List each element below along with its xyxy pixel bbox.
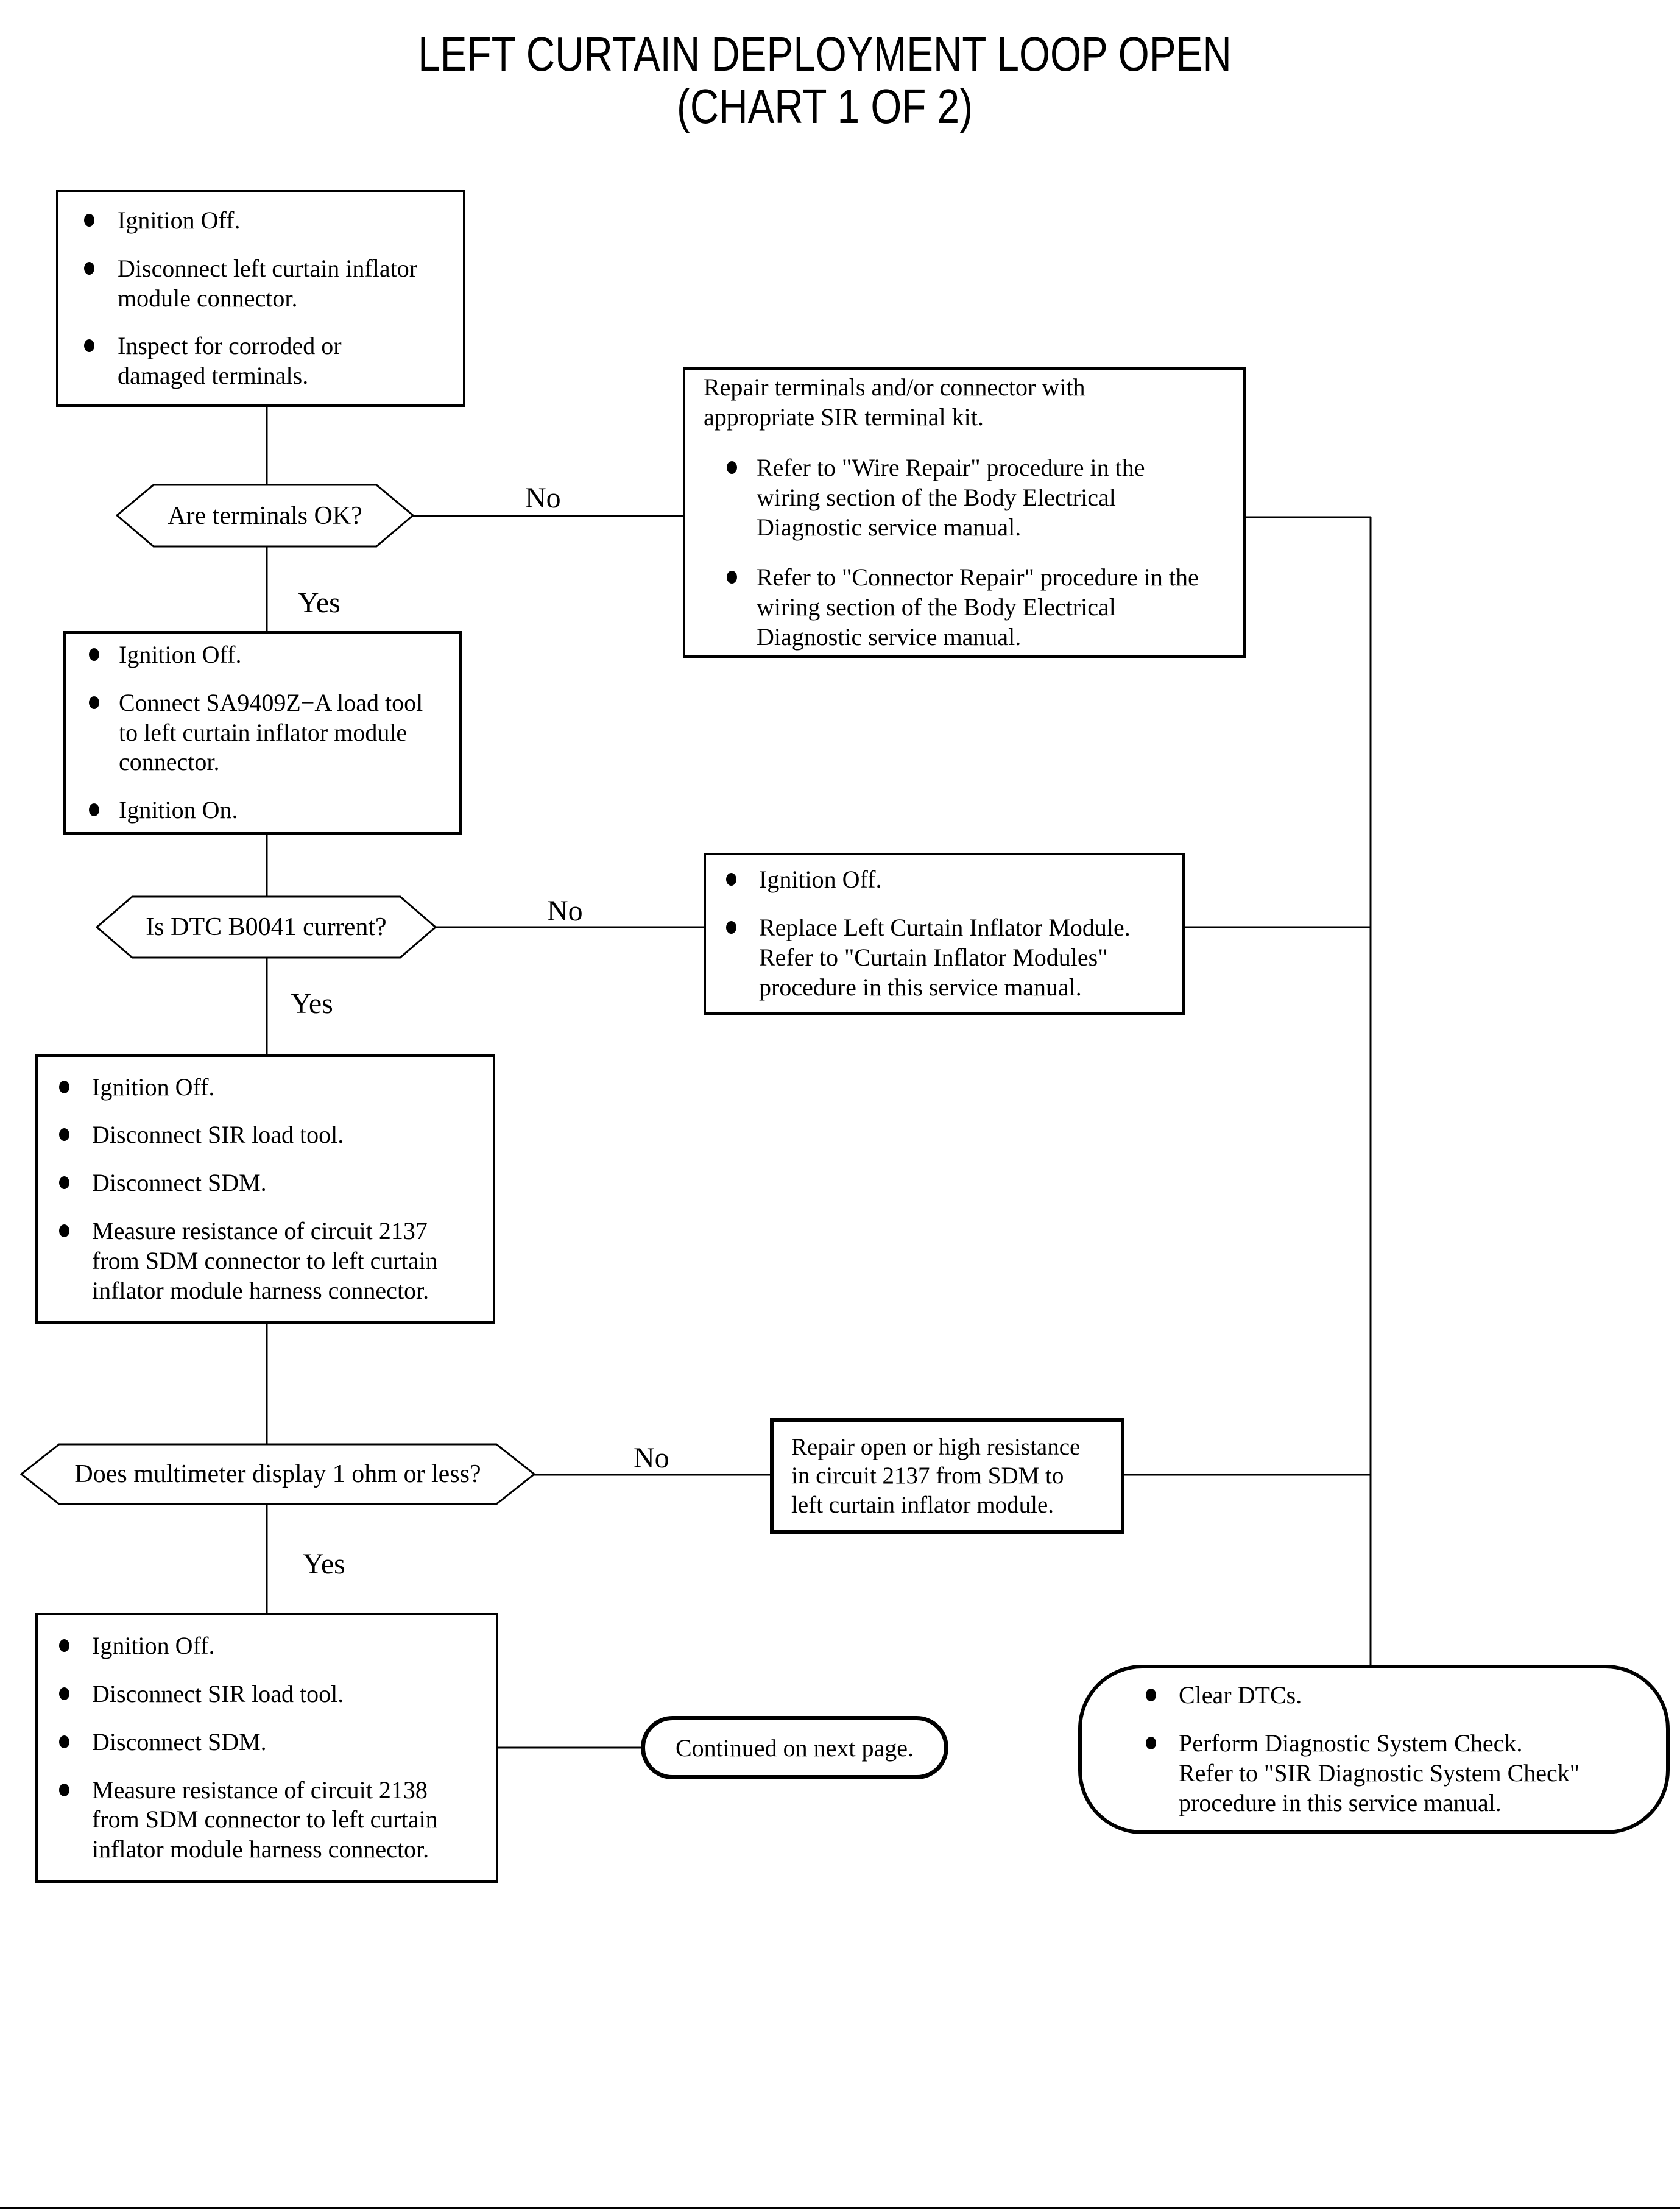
list-item: Replace Left Curtain Inflator Module. Re… xyxy=(706,913,1182,1002)
bullet-icon xyxy=(84,261,94,275)
list-item: Disconnect SIR load tool. xyxy=(38,1120,493,1150)
list-item: Ignition Off. xyxy=(38,1631,496,1661)
branch-label-yes: Yes xyxy=(291,987,333,1020)
list-item: Refer to "Connector Repair" procedure in… xyxy=(704,563,1243,652)
list-item: Measure resistance of circuit 2137 from … xyxy=(38,1216,493,1305)
list-item: Refer to "Wire Repair" procedure in the … xyxy=(704,453,1243,542)
list-item: Ignition Off. xyxy=(706,865,1182,895)
list-item: Connect SA9409Z−A load tool to left curt… xyxy=(66,688,459,777)
step2-box: Ignition Off. Connect SA9409Z−A load too… xyxy=(63,631,462,835)
hexagon-shape xyxy=(96,895,437,959)
page-title-line1: LEFT CURTAIN DEPLOYMENT LOOP OPEN xyxy=(418,27,1232,81)
list-item: Clear DTCs. xyxy=(1082,1681,1666,1710)
list-item-text: Disconnect SDM. xyxy=(92,1728,267,1756)
list-item: Ignition Off. xyxy=(66,640,459,670)
list-item-text: Disconnect SDM. xyxy=(92,1169,267,1197)
bullet-icon xyxy=(727,571,737,584)
list-item-text: Ignition Off. xyxy=(92,1632,215,1660)
list-item-text: Ignition Off. xyxy=(119,641,242,668)
list-item-text: Disconnect SIR load tool. xyxy=(92,1679,344,1707)
branch-label-no: No xyxy=(547,895,583,927)
list-item-text: Replace Left Curtain Inflator Module. Re… xyxy=(759,914,1131,1001)
decision-question: Does multimeter display 1 ohm or less? xyxy=(74,1460,481,1488)
list-item-text: Ignition Off. xyxy=(92,1073,215,1101)
bullet-icon xyxy=(726,921,736,934)
continued-terminator: Continued on next page. xyxy=(641,1716,948,1779)
hexagon-shape xyxy=(116,484,414,548)
list-item-text: Disconnect SIR load tool. xyxy=(92,1121,344,1149)
terminator-text: Continued on next page. xyxy=(675,1734,914,1762)
repair-open-box: Repair open or high resistance in circui… xyxy=(770,1418,1124,1534)
list-item-text: Connect SA9409Z−A load tool to left curt… xyxy=(119,688,423,776)
bullet-icon xyxy=(59,1176,69,1190)
list-item-text: Ignition On. xyxy=(119,796,238,824)
bullet-icon xyxy=(1146,1737,1156,1750)
step1-box: Ignition Off. Disconnect left curtain in… xyxy=(56,190,465,407)
list-item: Perform Diagnostic System Check. Refer t… xyxy=(1082,1729,1666,1818)
bullet-icon xyxy=(89,648,99,661)
list-item-text: Measure resistance of circuit 2137 from … xyxy=(92,1217,438,1304)
list-item: Disconnect left curtain inflator module … xyxy=(58,254,463,314)
bullet-icon xyxy=(89,803,99,817)
bullet-icon xyxy=(59,1080,69,1093)
bullet-icon xyxy=(84,214,94,227)
bullet-icon xyxy=(84,339,94,353)
hexagon-shape xyxy=(20,1443,535,1505)
bullet-icon xyxy=(59,1224,69,1237)
list-item-text: Refer to "Wire Repair" procedure in the … xyxy=(757,453,1145,541)
list-item: Ignition Off. xyxy=(38,1073,493,1103)
bullet-icon xyxy=(1146,1689,1156,1702)
list-item-text: Perform Diagnostic System Check. Refer t… xyxy=(1179,1729,1580,1816)
list-item-text: Ignition Off. xyxy=(118,207,241,234)
list-item: Inspect for corroded or damaged terminal… xyxy=(58,331,463,391)
box-intro-text: Repair terminals and/or connector with a… xyxy=(704,373,1085,431)
list-item-text: Clear DTCs. xyxy=(1179,1681,1302,1709)
bullet-icon xyxy=(59,1128,69,1142)
bullet-icon xyxy=(89,696,99,709)
bullet-icon xyxy=(59,1639,69,1653)
list-item-text: Refer to "Connector Repair" procedure in… xyxy=(757,563,1199,651)
bullet-icon xyxy=(59,1735,69,1748)
bullet-icon xyxy=(59,1783,69,1796)
list-item-text: Disconnect left curtain inflator module … xyxy=(118,254,418,312)
branch-label-no: No xyxy=(525,482,561,514)
list-item-text: Measure resistance of circuit 2138 from … xyxy=(92,1776,438,1863)
branch-label-yes: Yes xyxy=(298,587,341,619)
list-item: Ignition Off. xyxy=(58,206,463,236)
page-title-line2: (CHART 1 OF 2) xyxy=(676,79,973,134)
list-item: Disconnect SDM. xyxy=(38,1168,493,1198)
step4-box: Ignition Off. Disconnect SIR load tool. … xyxy=(35,1613,498,1883)
bullet-icon xyxy=(59,1687,69,1700)
bullet-icon xyxy=(726,873,736,886)
decision-ohm-check: Does multimeter display 1 ohm or less? xyxy=(20,1443,535,1505)
decision-terminals-ok: Are terminals OK? xyxy=(116,484,414,548)
replace-module-box: Ignition Off. Replace Left Curtain Infla… xyxy=(704,853,1185,1015)
list-item: Ignition On. xyxy=(66,796,459,825)
decision-question: Is DTC B0041 current? xyxy=(146,913,387,941)
list-item-text: Ignition Off. xyxy=(759,866,882,894)
repair-terminals-box: Repair terminals and/or connector with a… xyxy=(683,367,1246,658)
bullet-icon xyxy=(727,461,737,474)
list-item: Disconnect SIR load tool. xyxy=(38,1679,496,1709)
decision-question: Are terminals OK? xyxy=(168,501,362,530)
list-item: Measure resistance of circuit 2138 from … xyxy=(38,1776,496,1865)
clear-dtcs-terminator: Clear DTCs. Perform Diagnostic System Ch… xyxy=(1078,1665,1670,1834)
decision-dtc-current: Is DTC B0041 current? xyxy=(96,895,437,959)
step3-box: Ignition Off. Disconnect SIR load tool. … xyxy=(35,1054,495,1324)
branch-label-yes: Yes xyxy=(303,1548,345,1580)
list-item-text: Inspect for corroded or damaged terminal… xyxy=(118,332,342,390)
list-item: Disconnect SDM. xyxy=(38,1728,496,1757)
page-title: LEFT CURTAIN DEPLOYMENT LOOP OPEN (CHART… xyxy=(136,27,1514,134)
page-bottom-rule xyxy=(0,2207,1680,2209)
branch-label-no: No xyxy=(634,1442,669,1474)
box-text: Repair open or high resistance in circui… xyxy=(791,1433,1081,1518)
